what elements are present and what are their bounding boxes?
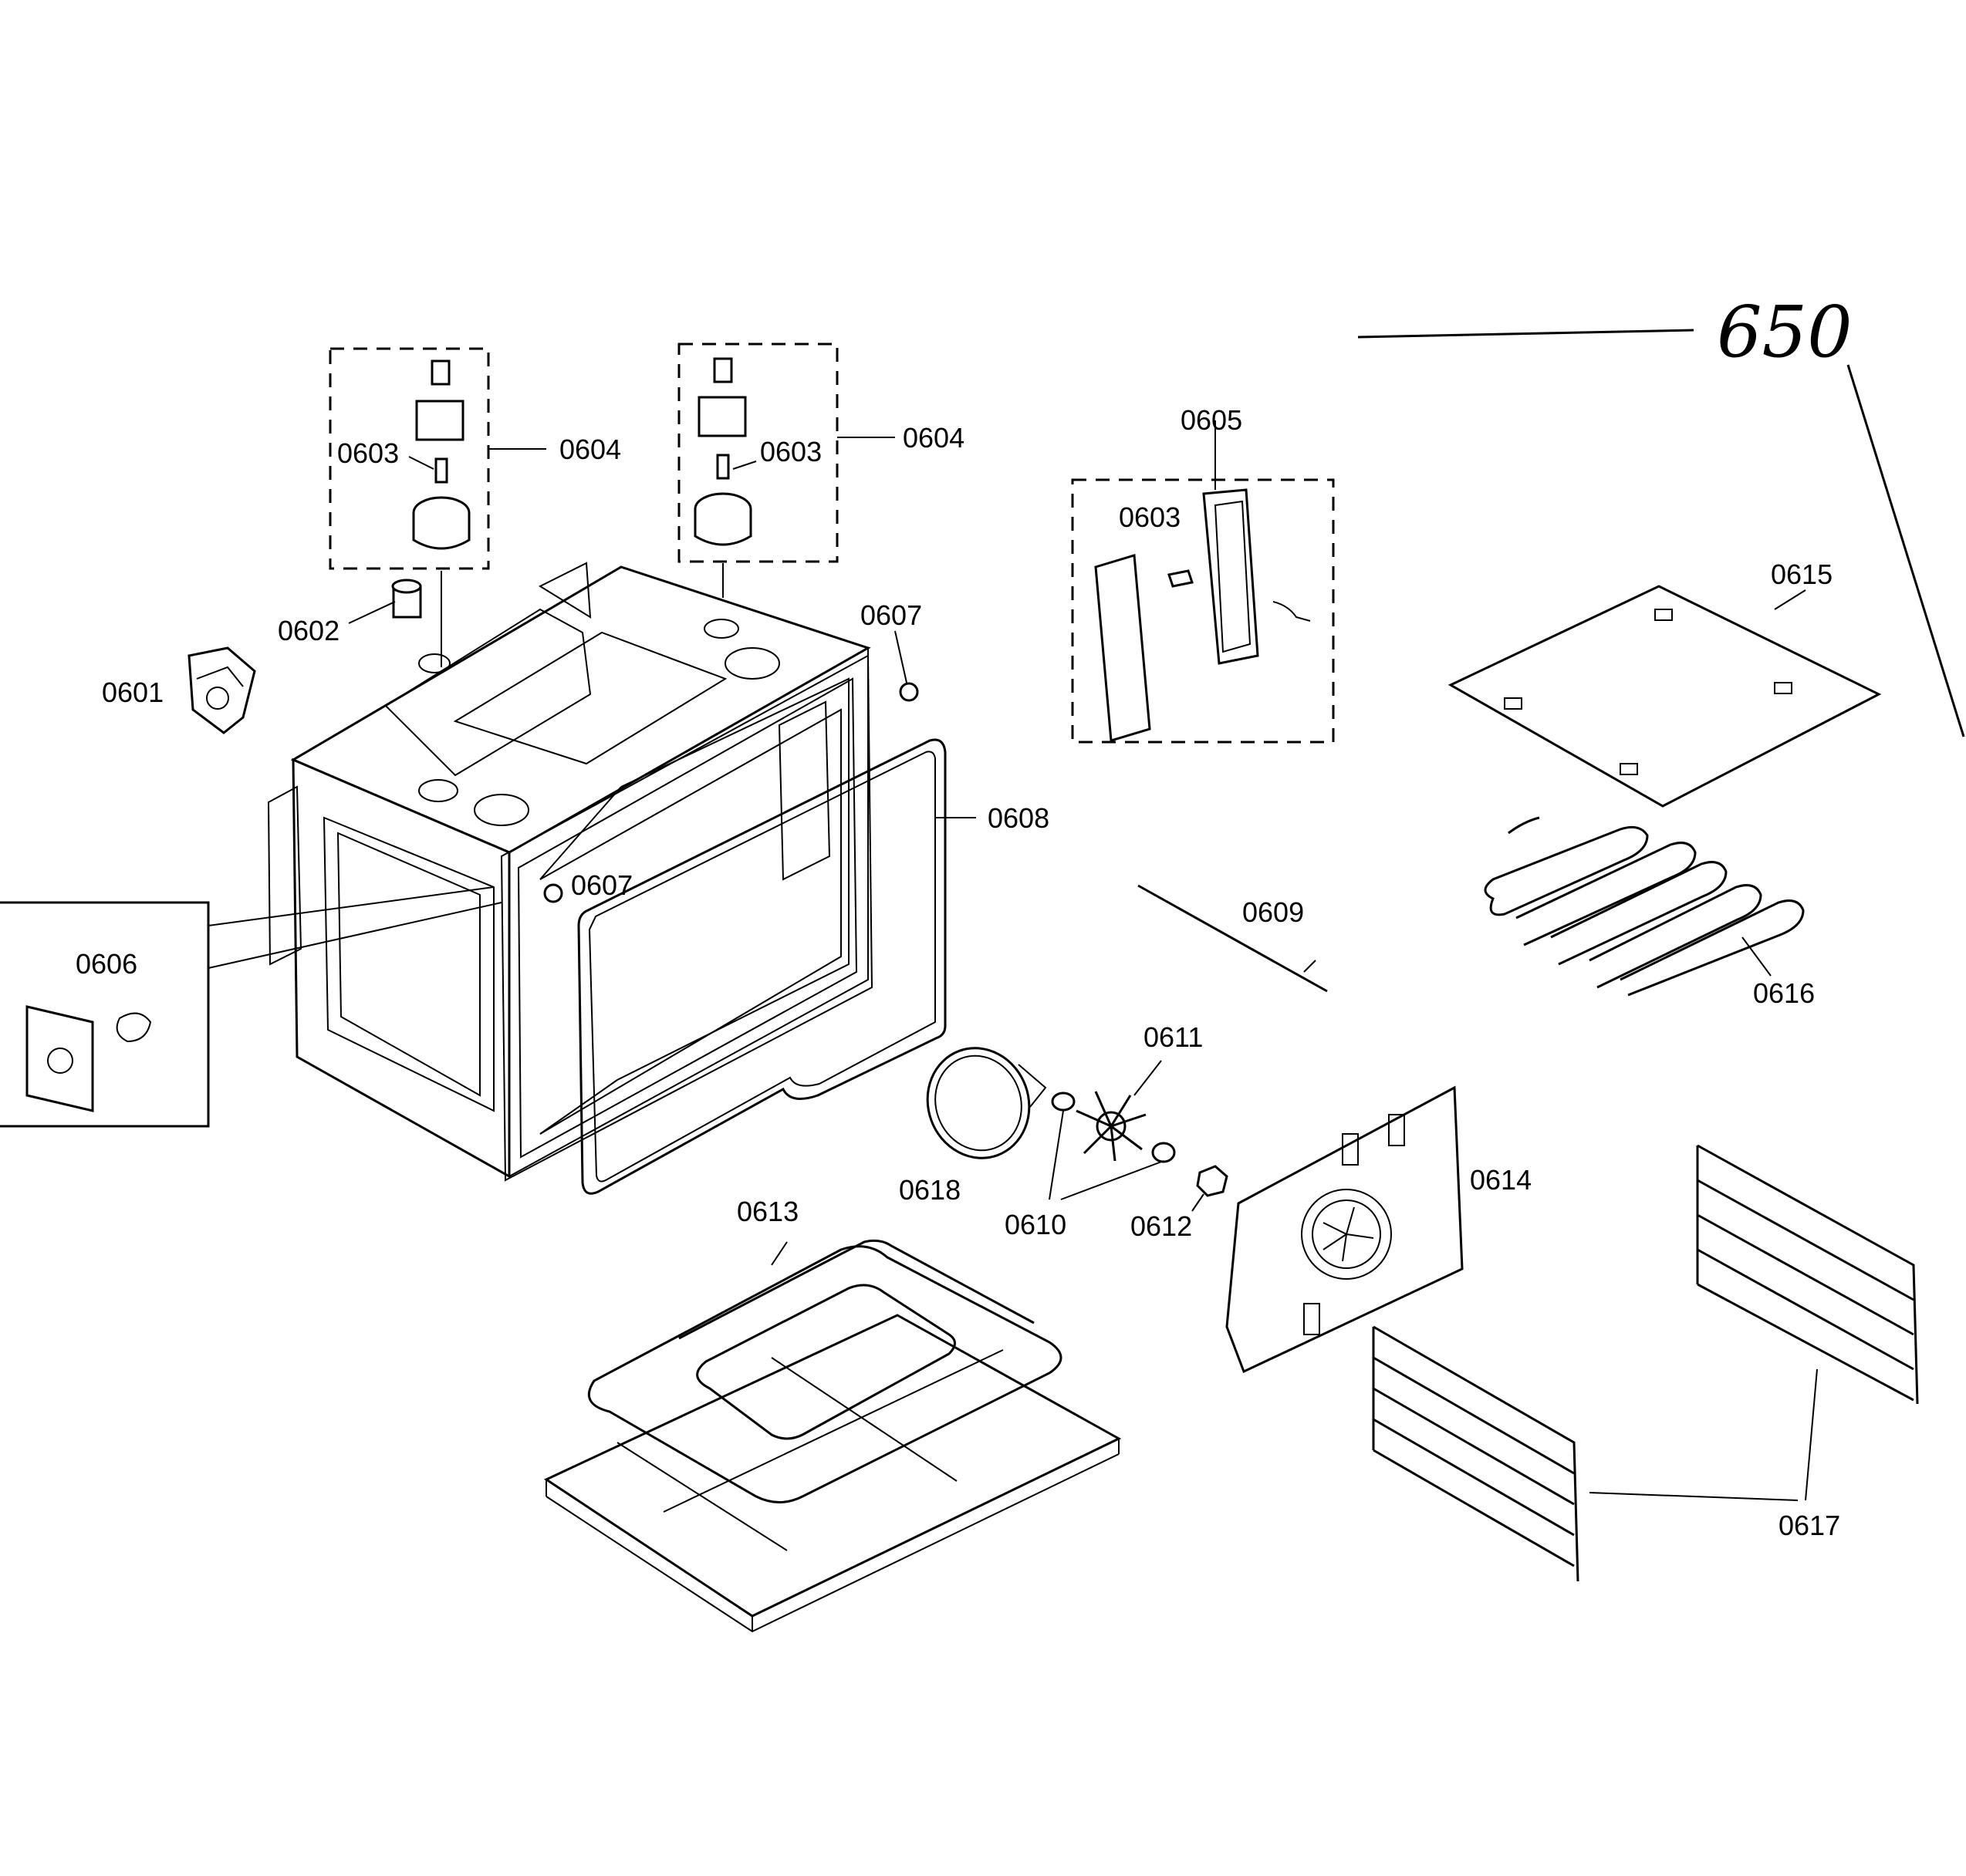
part-0612: 0612 xyxy=(1130,1165,1228,1242)
label-0604-a: 0604 xyxy=(559,434,621,465)
label-0611: 0611 xyxy=(1143,1021,1203,1053)
part-0606-plate xyxy=(25,1005,94,1112)
part-0615: 0615 xyxy=(1447,558,1882,808)
lamp-assembly-left-box xyxy=(329,347,490,570)
lamp-assembly-right-box xyxy=(677,342,839,563)
label-0618: 0618 xyxy=(899,1174,961,1206)
part-0608-gasket: 0608 xyxy=(577,738,1049,1195)
oven-cavity xyxy=(208,562,873,1182)
label-0613: 0613 xyxy=(737,1196,799,1227)
part-0614: 0614 xyxy=(1225,1085,1532,1374)
label-0607-a: 0607 xyxy=(860,599,922,631)
label-0609: 0609 xyxy=(1242,896,1304,928)
part-0611-fan: 0611 xyxy=(1076,1021,1203,1162)
label-0603-b: 0603 xyxy=(760,436,822,467)
label-0603-a: 0603 xyxy=(337,437,399,469)
part-0607: 0607 0607 xyxy=(543,599,922,903)
label-0606: 0606 xyxy=(76,948,137,980)
annotation-line-top xyxy=(1357,329,1694,339)
label-0601: 0601 xyxy=(102,677,164,708)
label-0607-b: 0607 xyxy=(571,869,633,901)
label-0615: 0615 xyxy=(1771,558,1833,590)
callout-box-0606 xyxy=(0,901,210,1128)
part-0618: 0618 xyxy=(899,1047,1047,1206)
part-0613: 0613 xyxy=(543,1196,1122,1633)
part-0617-racks: 0617 xyxy=(1372,1144,1919,1582)
label-0614: 0614 xyxy=(1470,1164,1532,1196)
rack-left xyxy=(1372,1325,1579,1582)
drawing-number: 650 xyxy=(1717,291,1853,373)
label-0604-b: 0604 xyxy=(903,422,964,454)
rack-right xyxy=(1696,1144,1919,1405)
label-0612: 0612 xyxy=(1130,1210,1192,1242)
lamp-assembly-left: 0603 0604 xyxy=(329,347,621,667)
label-0616: 0616 xyxy=(1753,977,1815,1009)
label-0610: 0610 xyxy=(1005,1209,1066,1240)
part-0609: 0609 xyxy=(1137,884,1328,993)
annotation-line-right xyxy=(1846,364,1965,737)
part-0601: 0601 xyxy=(102,646,256,734)
part-0605-box xyxy=(1071,478,1335,744)
part-0602: 0602 xyxy=(278,579,422,646)
lamp-assembly-right: 0603 0604 xyxy=(677,342,964,598)
label-0608: 0608 xyxy=(988,802,1049,834)
label-0617: 0617 xyxy=(1779,1510,1840,1541)
part-0606-box: 0606 xyxy=(0,901,210,1128)
part-0610-washers: 0610 xyxy=(1005,1092,1176,1240)
drawing-number-annotation: 650 xyxy=(1357,291,1965,737)
part-0616: 0616 xyxy=(1484,816,1815,1009)
label-0605: 0605 xyxy=(1181,404,1242,436)
label-0602: 0602 xyxy=(278,615,339,646)
label-0603-c: 0603 xyxy=(1119,501,1181,533)
part-0605: 0605 0603 xyxy=(1071,404,1335,744)
